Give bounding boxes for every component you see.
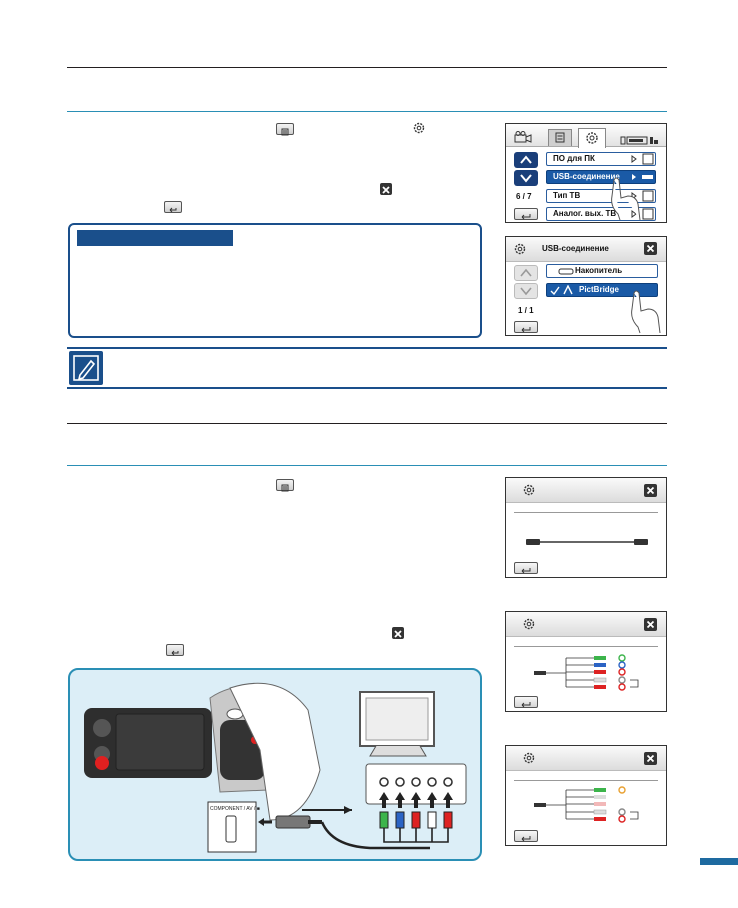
option-pictbridge[interactable]: PictBridge <box>546 283 658 297</box>
close-icon <box>392 627 404 639</box>
info-box <box>68 223 482 338</box>
rule-mid-1 <box>67 423 667 424</box>
back-button[interactable] <box>514 830 538 842</box>
note-rule-bottom <box>67 387 667 389</box>
component-output-panel <box>505 611 667 712</box>
check-mark-icon <box>550 286 560 295</box>
scroll-up-button[interactable] <box>514 152 538 168</box>
return-icon <box>166 644 184 656</box>
camcorder-body-drawing <box>209 682 321 821</box>
return-icon <box>164 201 182 213</box>
hdmi-output-panel <box>505 477 667 578</box>
gear-icon <box>522 617 536 631</box>
tv-drawing <box>359 691 435 757</box>
scroll-down-button[interactable] <box>514 283 538 299</box>
page-counter: 6 / 7 <box>516 192 532 201</box>
menu-icon <box>276 123 294 136</box>
settings-tab-icon[interactable] <box>578 128 606 148</box>
close-icon <box>380 183 392 195</box>
info-box-header-bar <box>77 230 233 246</box>
page-counter: 1 / 1 <box>518 306 534 315</box>
menu-tab-icon[interactable] <box>548 129 572 146</box>
menu-item-pc-software[interactable]: ПО для ПК <box>546 152 656 166</box>
usb-connection-panel: USB-соединение 1 / 1 Накопитель PictBrid… <box>505 236 667 336</box>
gear-icon <box>522 751 536 765</box>
back-button[interactable] <box>514 321 538 333</box>
menu-item-usb-connection[interactable]: USB-соединение <box>546 170 656 184</box>
gear-icon <box>522 483 536 497</box>
component-cable-diagram <box>534 654 639 691</box>
close-button[interactable] <box>644 484 657 497</box>
note-rule-top <box>67 347 667 349</box>
camera-port-label: COMPONENT / AV / ■ <box>210 806 260 812</box>
rule-top-2 <box>67 111 667 112</box>
rule-top-1 <box>67 67 667 68</box>
camera-tab-icon[interactable] <box>514 130 532 143</box>
gear-icon <box>513 242 527 256</box>
scroll-down-button[interactable] <box>514 170 538 186</box>
close-button[interactable] <box>644 618 657 631</box>
menu-icon <box>276 479 294 492</box>
finger-touch-icon <box>611 177 641 221</box>
close-button[interactable] <box>644 752 657 765</box>
tv-connection-illustration: COMPONENT / AV / ■ <box>68 668 482 861</box>
page-number-tab <box>700 858 738 865</box>
pictbridge-icon <box>563 285 573 295</box>
menu-value-icons <box>631 153 654 220</box>
settings-menu-panel: 6 / 7 ПО для ПК USB-соединение Тип ТВ Ан… <box>505 123 667 223</box>
camcorder-lcd-drawing <box>84 708 212 778</box>
camcorder-tv-drawing: COMPONENT / AV / ■ <box>84 682 467 853</box>
finger-touch-icon <box>631 290 661 334</box>
composite-cable-diagram <box>534 786 639 823</box>
close-button[interactable] <box>644 242 657 255</box>
back-button[interactable] <box>514 562 538 574</box>
tv-jacks <box>379 777 453 787</box>
composite-output-panel <box>505 745 667 846</box>
battery-memory-indicator-icon <box>620 132 660 145</box>
hdmi-cable-diagram <box>526 539 648 545</box>
rule-mid-2 <box>67 465 667 466</box>
gear-icon <box>412 121 426 135</box>
panel-title: USB-соединение <box>542 244 609 253</box>
pencil-note-icon <box>69 351 103 385</box>
menu-item-analog-tv-out[interactable]: Аналог. вых. ТВ <box>546 207 656 221</box>
option-mass-storage[interactable]: Накопитель <box>546 264 658 278</box>
back-button[interactable] <box>514 208 538 220</box>
scroll-up-button[interactable] <box>514 265 538 281</box>
back-button[interactable] <box>514 696 538 708</box>
usb-storage-icon <box>558 268 574 275</box>
